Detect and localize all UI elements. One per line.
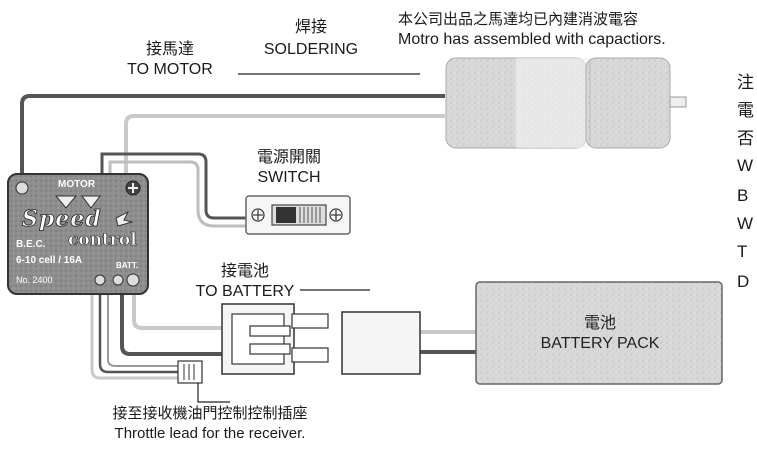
- esc-brand-speed: Speed: [22, 206, 102, 232]
- esc-motor-text: MOTOR: [58, 179, 96, 190]
- switch-body: [245, 195, 351, 235]
- receiver-plug: [177, 360, 203, 384]
- battery-label-zh: 接電池: [220, 263, 269, 280]
- capacitor-note-en: Motro has assembled with capactiors.: [398, 31, 666, 48]
- side-char-6: T: [737, 242, 748, 261]
- battery-pack-zh: 電池: [583, 315, 616, 332]
- esc-spec-text: 6-10 cell / 16A: [16, 255, 83, 266]
- side-char-5: W: [737, 214, 754, 233]
- motor-wire-dark: [20, 94, 445, 184]
- battery-pack-body: [475, 281, 723, 385]
- motor-body: [445, 57, 687, 149]
- motor-label-zh: 接馬達: [145, 41, 194, 58]
- side-char-1: 電: [737, 101, 754, 120]
- receiver-wire-3: [107, 288, 178, 367]
- motor-wire-light: [124, 114, 445, 184]
- receiver-leader-line: [197, 383, 230, 403]
- side-char-2: 否: [737, 129, 754, 148]
- receiver-label-en: Throttle lead for the receiver.: [114, 425, 306, 442]
- switch-label-en: SWITCH: [257, 169, 321, 186]
- battery-wire-dark: [120, 288, 222, 356]
- battery-connector-male: [221, 303, 329, 375]
- esc-brand-control: control: [68, 230, 137, 250]
- capacitor-note-zh: 本公司出品之馬達均已內建消波電容: [398, 11, 639, 28]
- esc-model-text: No. 2400: [16, 275, 53, 285]
- battery-wire-light: [132, 288, 222, 330]
- esc-batt-text: BATT.: [116, 261, 139, 270]
- side-char-7: D: [737, 272, 750, 291]
- receiver-wire-1: [90, 288, 178, 380]
- side-char-3: W: [737, 156, 754, 175]
- switch-label-zh: 電源開關: [256, 149, 321, 166]
- side-char-4: B: [737, 186, 749, 205]
- side-char-0: 注: [737, 73, 754, 92]
- solder-label-zh: 焊接: [294, 19, 327, 36]
- esc-bec-text: B.E.C.: [16, 239, 46, 250]
- switch-wire-light: [108, 160, 246, 228]
- solder-label-en: SOLDERING: [263, 41, 359, 58]
- receiver-label-zh: 接至接收機油門控制控制插座: [112, 405, 308, 422]
- battery-label-en: TO BATTERY: [195, 283, 295, 300]
- receiver-wire-2: [98, 288, 178, 374]
- battery-pack-en: BATTERY PACK: [540, 335, 660, 352]
- speed-controller-body: [7, 173, 149, 295]
- motor-label-en: TO MOTOR: [127, 61, 213, 78]
- battery-connector-female: [341, 311, 421, 375]
- switch-wire-dark: [100, 152, 246, 220]
